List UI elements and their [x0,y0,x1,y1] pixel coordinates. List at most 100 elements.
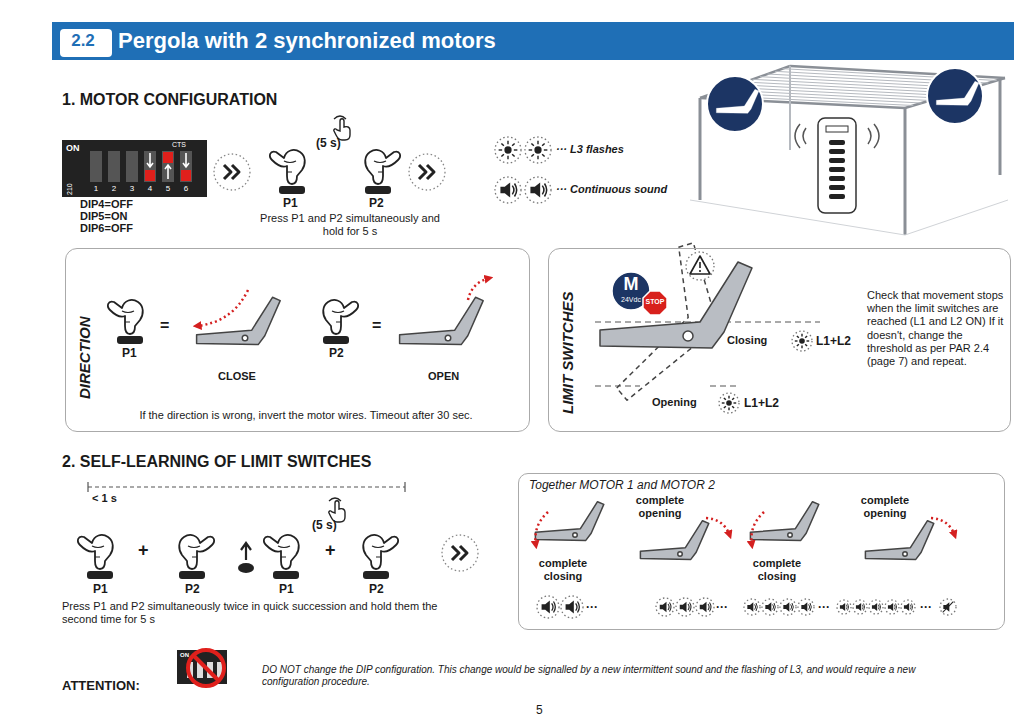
led-ray [512,154,514,156]
motor-arm [716,89,759,113]
next-step-ring [214,154,250,190]
remote-button [829,158,845,163]
sound-wave [552,602,556,613]
led-icon [534,146,541,153]
ground-line [690,200,905,235]
label: complete opening [845,494,925,520]
icon-ring [792,331,812,351]
hand-press-icon [270,150,305,194]
node-heading: 2.2 [60,31,106,51]
speaker-body [872,603,877,611]
speaker-icon [747,602,757,611]
sound-wave [773,603,776,611]
sound-wave [862,604,864,611]
speaker-body [840,603,845,611]
led-ray [801,334,802,337]
icon-ring [719,393,739,413]
sound-wave [542,184,546,197]
warning-mark [699,262,701,272]
label: 2. SELF-LEARNING OF LIMIT SWITCHES [62,452,371,471]
speaker-icon [856,603,865,611]
speaker-body [680,602,687,613]
dip-slot [108,151,120,182]
speaker-body [747,602,753,611]
hand-outline [363,535,398,569]
stop-sign: STOP [641,289,669,317]
limit-switch-panel: LIMIT SWITCHESCheck that movement stops … [548,248,1011,432]
remote-button [829,167,845,172]
speaker-icon [765,602,775,611]
dip-switch-block [62,140,207,197]
dip-direction-arrow [165,165,171,179]
icon-ring [696,598,714,616]
label: DIP6=OFF [80,222,133,235]
icon-ring [940,599,956,615]
time-bracket-end [404,482,405,492]
hold-arc [329,498,341,501]
finger-line [374,161,386,172]
pergola-post [699,98,702,200]
label: CTS [172,141,186,149]
label: P1 [93,582,108,596]
label: ATTENTION: [62,678,140,694]
led-icon [726,400,732,406]
icon-ring [837,600,851,614]
led-ray [537,156,538,160]
motor-arm [936,81,979,105]
label: 1 [91,184,101,194]
icon-ring [656,598,674,616]
label: 6 [181,184,191,194]
label: = [160,316,169,335]
hand-outline [108,300,143,334]
label: ··· [920,600,932,614]
label: ··· [716,600,728,614]
sound-wave [809,603,812,611]
led-ray [514,149,518,150]
speaker-icon [872,603,881,611]
speaker-body [856,603,861,611]
remote-display [826,126,848,132]
dip-lever [163,152,173,163]
title-band: Pergola with 2 synchronized motors2.2 [52,22,1014,60]
speaker-body [783,602,789,611]
icon-ring [762,599,778,615]
led-ray [499,149,503,150]
warning-triangle [690,256,710,274]
rotation-arrow [535,512,548,546]
mute-slash [943,602,954,613]
icon-ring [798,599,814,615]
remote-button [829,149,845,154]
hold-arc [334,116,346,119]
icon-ring [744,599,760,615]
speaker-icon [904,603,913,611]
ground-line [905,200,1008,235]
sound-wave [878,604,880,611]
speaker-body [888,603,893,611]
next-step-ring [442,535,478,571]
label: P1 [279,582,294,596]
label: 3 [127,184,137,194]
icon-ring [561,596,583,618]
push-button [363,571,389,579]
icon-ring [869,600,883,614]
label: (5 s) [316,136,341,150]
motor-detail-arm [936,81,979,105]
motor-arm [535,502,603,541]
dip-slot [90,151,102,182]
speaker-icon [530,182,546,197]
label: Press P1 and P2 simultaneously and hold … [250,212,450,238]
dip-slot [180,151,192,182]
hand-press-icon [78,535,113,579]
led-ray [805,344,807,346]
finger-line [284,161,296,172]
speaker-icon [542,601,556,614]
arm-pivot [242,335,248,341]
rotation-arrow [196,290,248,326]
node-text: Check that movement stops when the limit… [867,289,1005,368]
label: P2 [185,582,200,596]
remote-control [818,118,856,213]
hand-outline [323,300,358,334]
label: P2 [369,196,384,210]
led-ray [531,154,533,156]
led-ray [501,154,503,156]
